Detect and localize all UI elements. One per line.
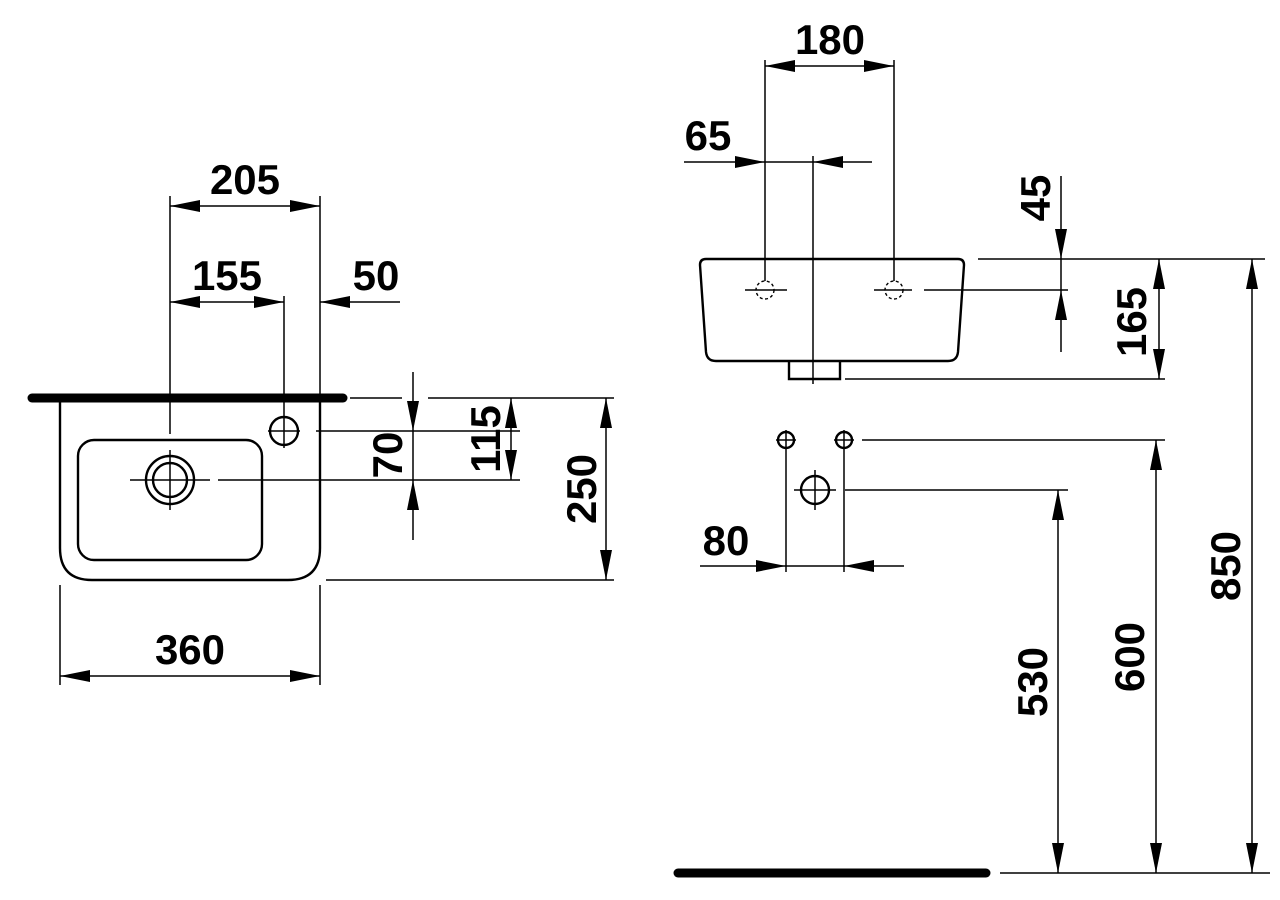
dim-250: 250 xyxy=(558,398,612,580)
waste-pipe-icon xyxy=(794,470,836,510)
plan-drain-icon xyxy=(130,450,210,510)
fixing-hole-left-icon xyxy=(745,280,787,300)
supply-pipe-right-icon xyxy=(834,430,854,450)
dim-155-label: 155 xyxy=(192,252,262,299)
dim-165-label: 165 xyxy=(1108,287,1155,357)
dim-205-label: 205 xyxy=(210,156,280,203)
dim-165: 165 xyxy=(1108,259,1165,379)
dim-850-label: 850 xyxy=(1202,531,1249,601)
dim-45-label: 45 xyxy=(1012,175,1059,222)
dim-50-label: 50 xyxy=(353,252,400,299)
dim-70-label: 70 xyxy=(364,432,411,479)
dim-70: 70 xyxy=(364,372,419,540)
front-basin-outline xyxy=(698,257,966,363)
dim-360: 360 xyxy=(60,626,320,682)
plan-view: 205 155 50 360 70 xyxy=(27,156,614,685)
dim-155: 155 xyxy=(170,252,284,308)
dim-50: 50 xyxy=(320,252,400,308)
fixing-hole-right-icon xyxy=(874,280,912,300)
dim-65: 65 xyxy=(684,112,872,168)
front-drain-outlet xyxy=(787,361,842,381)
dim-115-label: 115 xyxy=(462,405,509,473)
plan-tap-hole-icon xyxy=(268,296,300,448)
dim-250-label: 250 xyxy=(558,454,605,524)
dim-850: 850 xyxy=(1202,259,1258,873)
dim-205: 205 xyxy=(170,156,320,212)
dim-530: 530 xyxy=(1009,490,1064,873)
plan-basin-outline xyxy=(58,402,322,582)
dim-180: 180 xyxy=(765,16,894,72)
dim-45: 45 xyxy=(1012,175,1067,352)
dim-65-label: 65 xyxy=(685,112,732,159)
dim-180-label: 180 xyxy=(795,16,865,63)
supply-pipe-left-icon xyxy=(776,430,796,450)
dim-600-label: 600 xyxy=(1106,622,1153,692)
dim-80-label: 80 xyxy=(703,517,750,564)
dim-600: 600 xyxy=(1106,440,1162,873)
dim-115: 115 xyxy=(462,398,517,480)
dim-80: 80 xyxy=(700,517,904,572)
dim-530-label: 530 xyxy=(1009,647,1056,717)
plan-basin-bowl xyxy=(76,438,264,562)
front-view: 180 65 45 165 80 xyxy=(673,16,1270,878)
dim-360-label: 360 xyxy=(155,626,225,673)
